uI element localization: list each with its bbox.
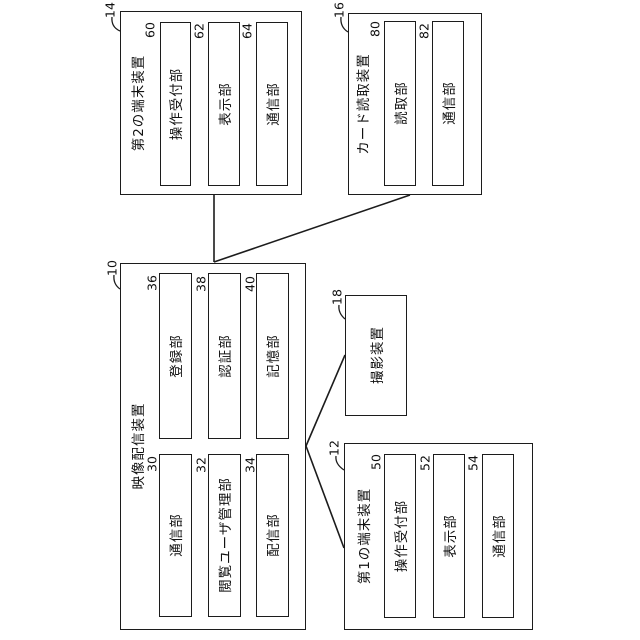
part-label-62: 表示部 xyxy=(218,82,234,126)
part-label-38: 認証部 xyxy=(218,334,234,378)
connector-10-to-12 xyxy=(305,445,345,549)
ref-number-30: 30 xyxy=(144,456,160,472)
connector-16-to-10 xyxy=(213,194,411,263)
part-box-64 xyxy=(256,22,288,186)
device-title-12: 第1の端末装置 xyxy=(357,487,373,585)
device-title-16: カード読取装置 xyxy=(356,53,372,155)
ref-number-34: 34 xyxy=(242,457,258,473)
leader-ref-12 xyxy=(335,455,345,471)
ref-number-54: 54 xyxy=(465,455,481,471)
ref-number-82: 82 xyxy=(416,23,432,39)
ref-number-36: 36 xyxy=(144,275,160,291)
part-label-50: 操作受付部 xyxy=(394,499,410,573)
connector-10-to-18 xyxy=(305,354,346,447)
part-box-32 xyxy=(208,454,241,617)
part-label-64: 通信部 xyxy=(266,82,282,126)
part-label-40: 記憶部 xyxy=(266,334,282,378)
ref-number-12: 12 xyxy=(326,440,342,456)
part-label-52: 表示部 xyxy=(443,514,459,558)
part-label-80: 読取部 xyxy=(394,81,410,125)
part-box-82 xyxy=(432,21,464,186)
ref-number-32: 32 xyxy=(193,457,209,473)
part-box-54 xyxy=(482,454,514,618)
part-box-38 xyxy=(208,273,241,439)
part-box-62 xyxy=(208,22,240,186)
part-label-82: 通信部 xyxy=(442,81,458,125)
part-box-30 xyxy=(159,454,192,617)
part-label-36: 登録部 xyxy=(169,334,185,378)
ref-number-62: 62 xyxy=(191,23,207,39)
ref-number-10: 10 xyxy=(104,260,120,276)
ref-number-18: 18 xyxy=(329,289,345,305)
ref-number-52: 52 xyxy=(417,455,433,471)
device-title-14: 第2の端末装置 xyxy=(131,54,147,152)
device-title-10: 映像配信装置 xyxy=(131,402,147,490)
part-label-34: 配信部 xyxy=(266,513,282,557)
part-box-40 xyxy=(256,273,289,439)
part-label-32: 閲覧ユーザ管理部 xyxy=(218,477,234,593)
ref-number-40: 40 xyxy=(242,276,258,292)
part-label-60: 操作受付部 xyxy=(169,67,185,141)
part-box-60 xyxy=(160,22,191,186)
part-label-54: 通信部 xyxy=(492,514,508,558)
part-box-34 xyxy=(256,454,289,617)
leader-ref-14 xyxy=(111,16,121,32)
part-box-52 xyxy=(433,454,465,618)
leader-ref-18 xyxy=(338,304,346,320)
part-box-80 xyxy=(384,21,416,186)
ref-number-64: 64 xyxy=(239,23,255,39)
part-label-30: 通信部 xyxy=(169,513,185,557)
leader-ref-10 xyxy=(113,274,121,290)
ref-number-38: 38 xyxy=(193,276,209,292)
ref-number-16: 16 xyxy=(331,2,347,18)
device-box-18 xyxy=(345,295,407,416)
leader-ref-16 xyxy=(340,16,349,33)
ref-number-80: 80 xyxy=(367,21,383,37)
ref-number-14: 14 xyxy=(102,2,118,18)
ref-number-60: 60 xyxy=(142,22,158,38)
ref-number-50: 50 xyxy=(368,454,384,470)
device-title-18: 撮影装置 xyxy=(370,326,386,384)
part-box-36 xyxy=(159,273,192,439)
part-box-50 xyxy=(384,454,416,618)
